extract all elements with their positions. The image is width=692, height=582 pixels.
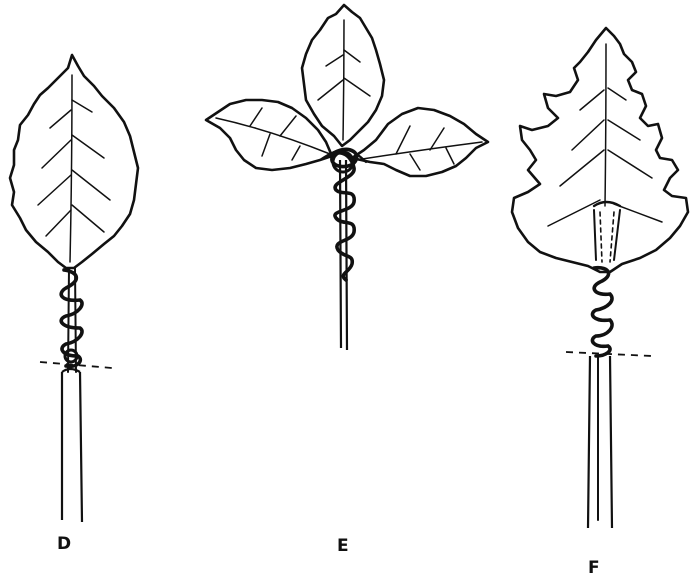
figure-d-label: D (57, 534, 71, 554)
figure-f (512, 28, 688, 528)
figure-f-label: F (588, 558, 600, 578)
figure-d-stem (62, 369, 82, 522)
figure-e-right-leaf (352, 108, 488, 176)
figure-f-leaf (512, 28, 688, 272)
figure-f-wire (592, 268, 612, 356)
figure-e (206, 5, 488, 350)
figure-e-label: E (337, 536, 349, 556)
figure-d-leaf (10, 55, 138, 268)
figure-f-stem (588, 356, 612, 528)
figure-d (10, 55, 138, 522)
figure-d-wire (61, 270, 82, 366)
